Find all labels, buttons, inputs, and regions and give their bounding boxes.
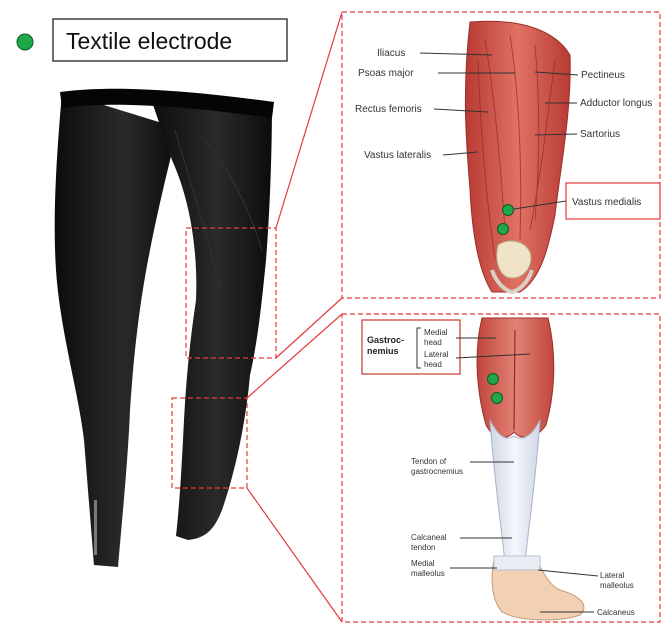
label-calcaneal-tendon-2: tendon bbox=[411, 543, 435, 552]
label-lateral-head-2: head bbox=[424, 360, 442, 369]
connector-thigh-bottom bbox=[276, 298, 342, 358]
label-pectineus: Pectineus bbox=[581, 70, 625, 81]
calf-anatomy-panel: Gastroc- nemius Medial head Lateral head… bbox=[342, 314, 660, 622]
label-tendon-gastroc-2: gastrocnemius bbox=[411, 467, 463, 476]
electrode-gastrocnemius-lower bbox=[492, 393, 503, 404]
label-iliacus: Iliacus bbox=[377, 48, 405, 59]
compression-tights bbox=[55, 89, 274, 567]
label-calcaneal-tendon-1: Calcaneal bbox=[411, 533, 447, 542]
tights-left-leg bbox=[55, 92, 178, 567]
label-lateral-head-1: Lateral bbox=[424, 350, 449, 359]
label-lateral-malleolus-1: Lateral bbox=[600, 571, 625, 580]
label-sartorius: Sartorius bbox=[580, 129, 620, 140]
legend-label: Textile electrode bbox=[66, 28, 232, 54]
label-adductor-longus: Adductor longus bbox=[580, 98, 652, 109]
electrode-gastrocnemius-upper bbox=[488, 374, 499, 385]
label-vastus-lateralis: Vastus lateralis bbox=[364, 150, 431, 161]
electrode-vastus-medialis-upper bbox=[503, 205, 514, 216]
label-tendon-gastroc-1: Tendon of bbox=[411, 457, 447, 466]
ankle-retinaculum bbox=[494, 556, 540, 570]
label-medial-head-2: head bbox=[424, 338, 442, 347]
label-gastrocnemius-1: Gastroc- bbox=[367, 335, 404, 345]
legend: Textile electrode bbox=[17, 19, 287, 61]
electrode-vastus-medialis-lower bbox=[498, 224, 509, 235]
thigh-anatomy-panel: Iliacus Psoas major Rectus femoris Vastu… bbox=[342, 12, 660, 298]
label-medial-malleolus-2: malleolus bbox=[411, 569, 445, 578]
legend-electrode-marker bbox=[17, 34, 33, 50]
connector-calf-top bbox=[247, 314, 342, 398]
connector-calf-bottom bbox=[247, 488, 342, 622]
label-lateral-malleolus-2: malleolus bbox=[600, 581, 634, 590]
label-rectus-femoris: Rectus femoris bbox=[355, 104, 422, 115]
label-vastus-medialis: Vastus medialis bbox=[572, 197, 641, 208]
tights-reflective-strip bbox=[94, 500, 97, 555]
label-calcaneus: Calcaneus bbox=[597, 608, 635, 617]
kneecap bbox=[497, 241, 531, 278]
label-medial-head-1: Medial bbox=[424, 328, 448, 337]
label-medial-malleolus-1: Medial bbox=[411, 559, 435, 568]
label-psoas-major: Psoas major bbox=[358, 68, 414, 79]
label-gastrocnemius-2: nemius bbox=[367, 346, 399, 356]
